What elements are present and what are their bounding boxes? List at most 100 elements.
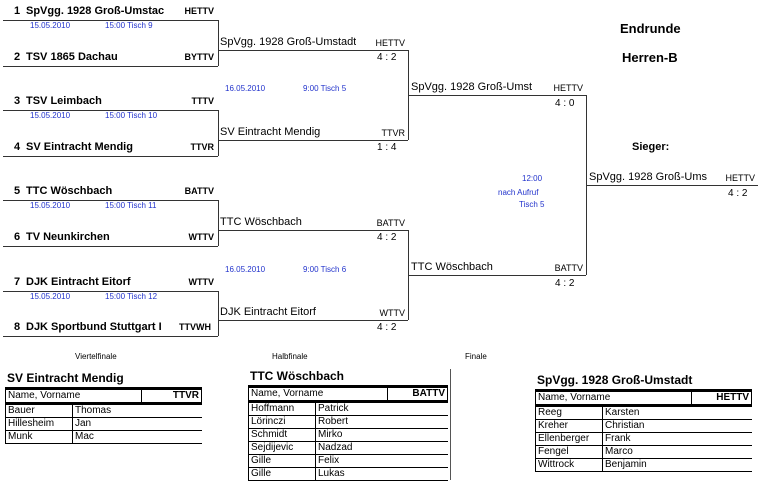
first-name: Jan — [72, 417, 202, 431]
sf-score: 4 : 2 — [377, 232, 397, 243]
last-name: Hillesheim — [5, 417, 73, 431]
sf-date: 16.05.2010 — [225, 265, 266, 274]
qf-seed: 7 — [14, 276, 21, 288]
final-note: nach Aufruf — [498, 188, 539, 197]
qf-team: TTC Wöschbach — [26, 186, 113, 197]
qf-team: DJK Eintracht Eitorf — [26, 277, 131, 288]
qf-assoc: BYTTV — [184, 52, 214, 62]
qf-assoc: HETTV — [184, 6, 214, 16]
last-name: Gille — [248, 454, 316, 468]
roster-team: TTC Wöschbach — [250, 369, 345, 383]
final-team: TTC Wöschbach — [411, 262, 493, 273]
final-line — [408, 95, 586, 96]
qf-line — [3, 336, 218, 337]
final-line — [408, 275, 586, 276]
bracket-connector — [218, 291, 219, 336]
first-name: Lukas — [315, 467, 448, 481]
first-name: Thomas — [72, 403, 202, 418]
sf-team: TTC Wöschbach — [220, 217, 302, 228]
qf-date: 15.05.2010 — [30, 111, 71, 120]
first-name: Mirko — [315, 428, 448, 442]
qf-team: TV Neunkirchen — [26, 232, 110, 243]
bracket-connector — [218, 200, 219, 246]
sf-score: 1 : 4 — [377, 142, 397, 153]
round-label-qf: Viertelfinale — [75, 352, 117, 361]
qf-time: 15:00 Tisch 10 — [105, 111, 158, 120]
first-name: Robert — [315, 415, 448, 429]
qf-assoc: WTTV — [188, 277, 215, 287]
qf-line — [3, 110, 218, 111]
sf-line — [218, 320, 408, 321]
last-name: Lörinczi — [248, 415, 316, 429]
sf-time: 9:00 Tisch 6 — [303, 265, 347, 274]
winner-line — [586, 185, 758, 186]
final-score: 4 : 0 — [555, 98, 575, 109]
last-name: Kreher — [535, 419, 603, 433]
final-table: Tisch 5 — [519, 200, 545, 209]
qf-team: SV Eintracht Mendig — [26, 142, 133, 153]
qf-seed: 3 — [14, 95, 21, 107]
last-name: Munk — [5, 430, 73, 444]
header-name: Name, Vorname — [5, 387, 142, 405]
last-name: Ellenberger — [535, 432, 603, 446]
qf-date: 15.05.2010 — [30, 292, 71, 301]
table-border — [450, 369, 451, 480]
last-name: Sejdijevic — [248, 441, 316, 455]
last-name: Wittrock — [535, 458, 603, 472]
sf-time: 9:00 Tisch 5 — [303, 84, 347, 93]
qf-assoc: TTTV — [191, 96, 215, 106]
sf-score: 4 : 2 — [377, 52, 397, 63]
round-label-sf: Halbfinale — [272, 352, 308, 361]
winner-team: SpVgg. 1928 Groß-Ums — [589, 172, 707, 183]
sf-team: SpVgg. 1928 Groß-Umstadt — [220, 37, 357, 48]
qf-time: 15:00 Tisch 9 — [105, 21, 153, 30]
sf-assoc: TTVR — [381, 128, 406, 138]
qf-seed: 2 — [14, 51, 21, 63]
header-assoc: HETTV — [691, 389, 752, 407]
first-name: Felix — [315, 454, 448, 468]
last-name: Gille — [248, 467, 316, 481]
bracket-connector — [218, 110, 219, 156]
first-name: Nadzad — [315, 441, 448, 455]
qf-assoc: TTVR — [190, 142, 215, 152]
title: Endrunde — [620, 21, 681, 36]
final-assoc: BATTV — [554, 263, 583, 273]
first-name: Benjamin — [602, 458, 752, 472]
winner-score: 4 : 2 — [728, 188, 748, 199]
qf-seed: 5 — [14, 185, 21, 197]
qf-team: TSV Leimbach — [26, 96, 102, 107]
header-name: Name, Vorname — [535, 389, 692, 407]
header-assoc: BATTV — [387, 385, 448, 403]
qf-assoc: WTTV — [188, 232, 215, 242]
first-name: Mac — [72, 430, 202, 444]
final-team: SpVgg. 1928 Groß-Umst — [411, 82, 533, 93]
qf-team: SpVgg. 1928 Groß-Umstac — [26, 6, 165, 17]
header-assoc: TTVR — [141, 387, 202, 405]
qf-time: 15:00 Tisch 12 — [105, 292, 158, 301]
qf-seed: 6 — [14, 231, 21, 243]
sf-team: SV Eintracht Mendig — [220, 127, 321, 138]
bracket-connector — [218, 20, 219, 66]
sf-team: DJK Eintracht Eitorf — [220, 307, 316, 318]
qf-time: 15:00 Tisch 11 — [105, 201, 157, 210]
qf-assoc: BATTV — [184, 186, 214, 196]
roster-team: SV Eintracht Mendig — [7, 371, 124, 385]
qf-line — [3, 20, 218, 21]
first-name: Frank — [602, 432, 752, 446]
first-name: Christian — [602, 419, 752, 433]
